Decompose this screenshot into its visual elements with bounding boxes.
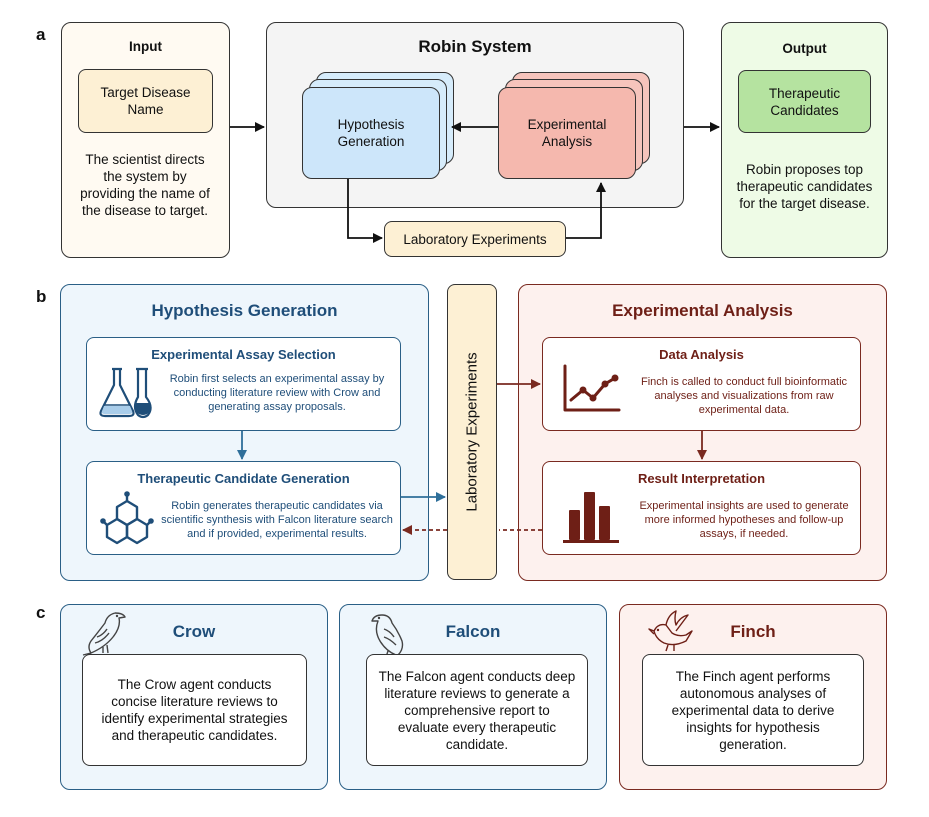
input-panel: Input Target Disease Name The scientist … — [61, 22, 230, 258]
output-description: Robin proposes top therapeutic candidate… — [736, 162, 873, 211]
result-interpretation-text: Experimental insights are used to genera… — [639, 500, 849, 540]
experimental-analysis-card: Experimental Analysis — [498, 87, 636, 179]
hypothesis-generation-label: Hypothesis Generation — [337, 117, 405, 149]
crow-panel: Crow The Crow agent conducts concise lit… — [60, 604, 328, 790]
falcon-description-card: The Falcon agent conducts deep literatur… — [366, 654, 588, 766]
crow-title: Crow — [172, 622, 216, 641]
panel-b-letter: b — [36, 287, 47, 306]
target-disease-label: Target Disease Name — [100, 85, 191, 117]
therapeutic-candidates-box: Therapeutic Candidates — [738, 70, 871, 133]
output-title: Output — [782, 41, 827, 56]
arrow-hypothesis-to-lab — [347, 179, 383, 243]
finch-description: The Finch agent performs autonomous anal… — [671, 668, 835, 752]
target-disease-box: Target Disease Name — [78, 69, 213, 133]
crow-description: The Crow agent conducts concise literatu… — [101, 677, 288, 743]
data-analysis-card: Data Analysis Finch is called to conduct… — [542, 337, 861, 431]
input-description: The scientist directs the system by prov… — [80, 152, 210, 218]
lab-experiments-box-a: Laboratory Experiments — [384, 221, 566, 257]
falcon-title: Falcon — [445, 622, 501, 641]
data-analysis-text: Finch is called to conduct full bioinfor… — [640, 376, 848, 416]
crow-description-card: The Crow agent conducts concise literatu… — [82, 654, 307, 766]
result-interpretation-card: Result Interpretation Experimental insig… — [542, 461, 861, 555]
data-analysis-title: Data Analysis — [659, 347, 744, 362]
output-panel: Output Therapeutic Candidates Robin prop… — [721, 22, 888, 258]
finch-panel: Finch The Finch agent performs autonomou… — [619, 604, 887, 790]
assay-selection-text: Robin first selects an experimental assa… — [169, 373, 385, 413]
panel-a-letter: a — [36, 25, 46, 44]
candidate-generation-title: Therapeutic Candidate Generation — [137, 471, 350, 486]
hypothesis-generation-title: Hypothesis Generation — [151, 301, 338, 320]
input-title: Input — [129, 39, 162, 54]
panel-c-letter: c — [36, 603, 46, 622]
molecule-icon — [97, 491, 157, 551]
assay-selection-card: Experimental Assay Selection Robin first… — [86, 337, 401, 431]
hypothesis-generation-card: Hypothesis Generation — [302, 87, 440, 179]
therapeutic-candidates-label: Therapeutic Candidates — [768, 85, 841, 118]
flask-icon — [95, 363, 161, 423]
falcon-description: The Falcon agent conducts deep literatur… — [378, 668, 576, 752]
lab-experiments-label-a: Laboratory Experiments — [403, 231, 547, 247]
assay-selection-title: Experimental Assay Selection — [151, 347, 336, 362]
line-chart-icon — [559, 362, 623, 418]
robin-system-title: Robin System — [418, 37, 532, 56]
experimental-analysis-title: Experimental Analysis — [612, 301, 793, 320]
falcon-panel: Falcon The Falcon agent conducts deep li… — [339, 604, 607, 790]
finch-description-card: The Finch agent performs autonomous anal… — [642, 654, 864, 766]
bar-chart-icon — [561, 488, 625, 546]
arrow-lab-to-analysis — [566, 182, 606, 239]
candidate-generation-text: Robin generates therapeutic candidates v… — [161, 500, 393, 540]
candidate-generation-card: Therapeutic Candidate Generation Robin g… — [86, 461, 401, 555]
experimental-analysis-label: Experimental Analysis — [527, 117, 607, 149]
result-interpretation-title: Result Interpretation — [637, 471, 766, 486]
finch-title: Finch — [730, 622, 776, 641]
lab-experiments-box-b: Laboratory Experiments — [447, 284, 497, 580]
finch-bird-icon — [646, 609, 696, 655]
